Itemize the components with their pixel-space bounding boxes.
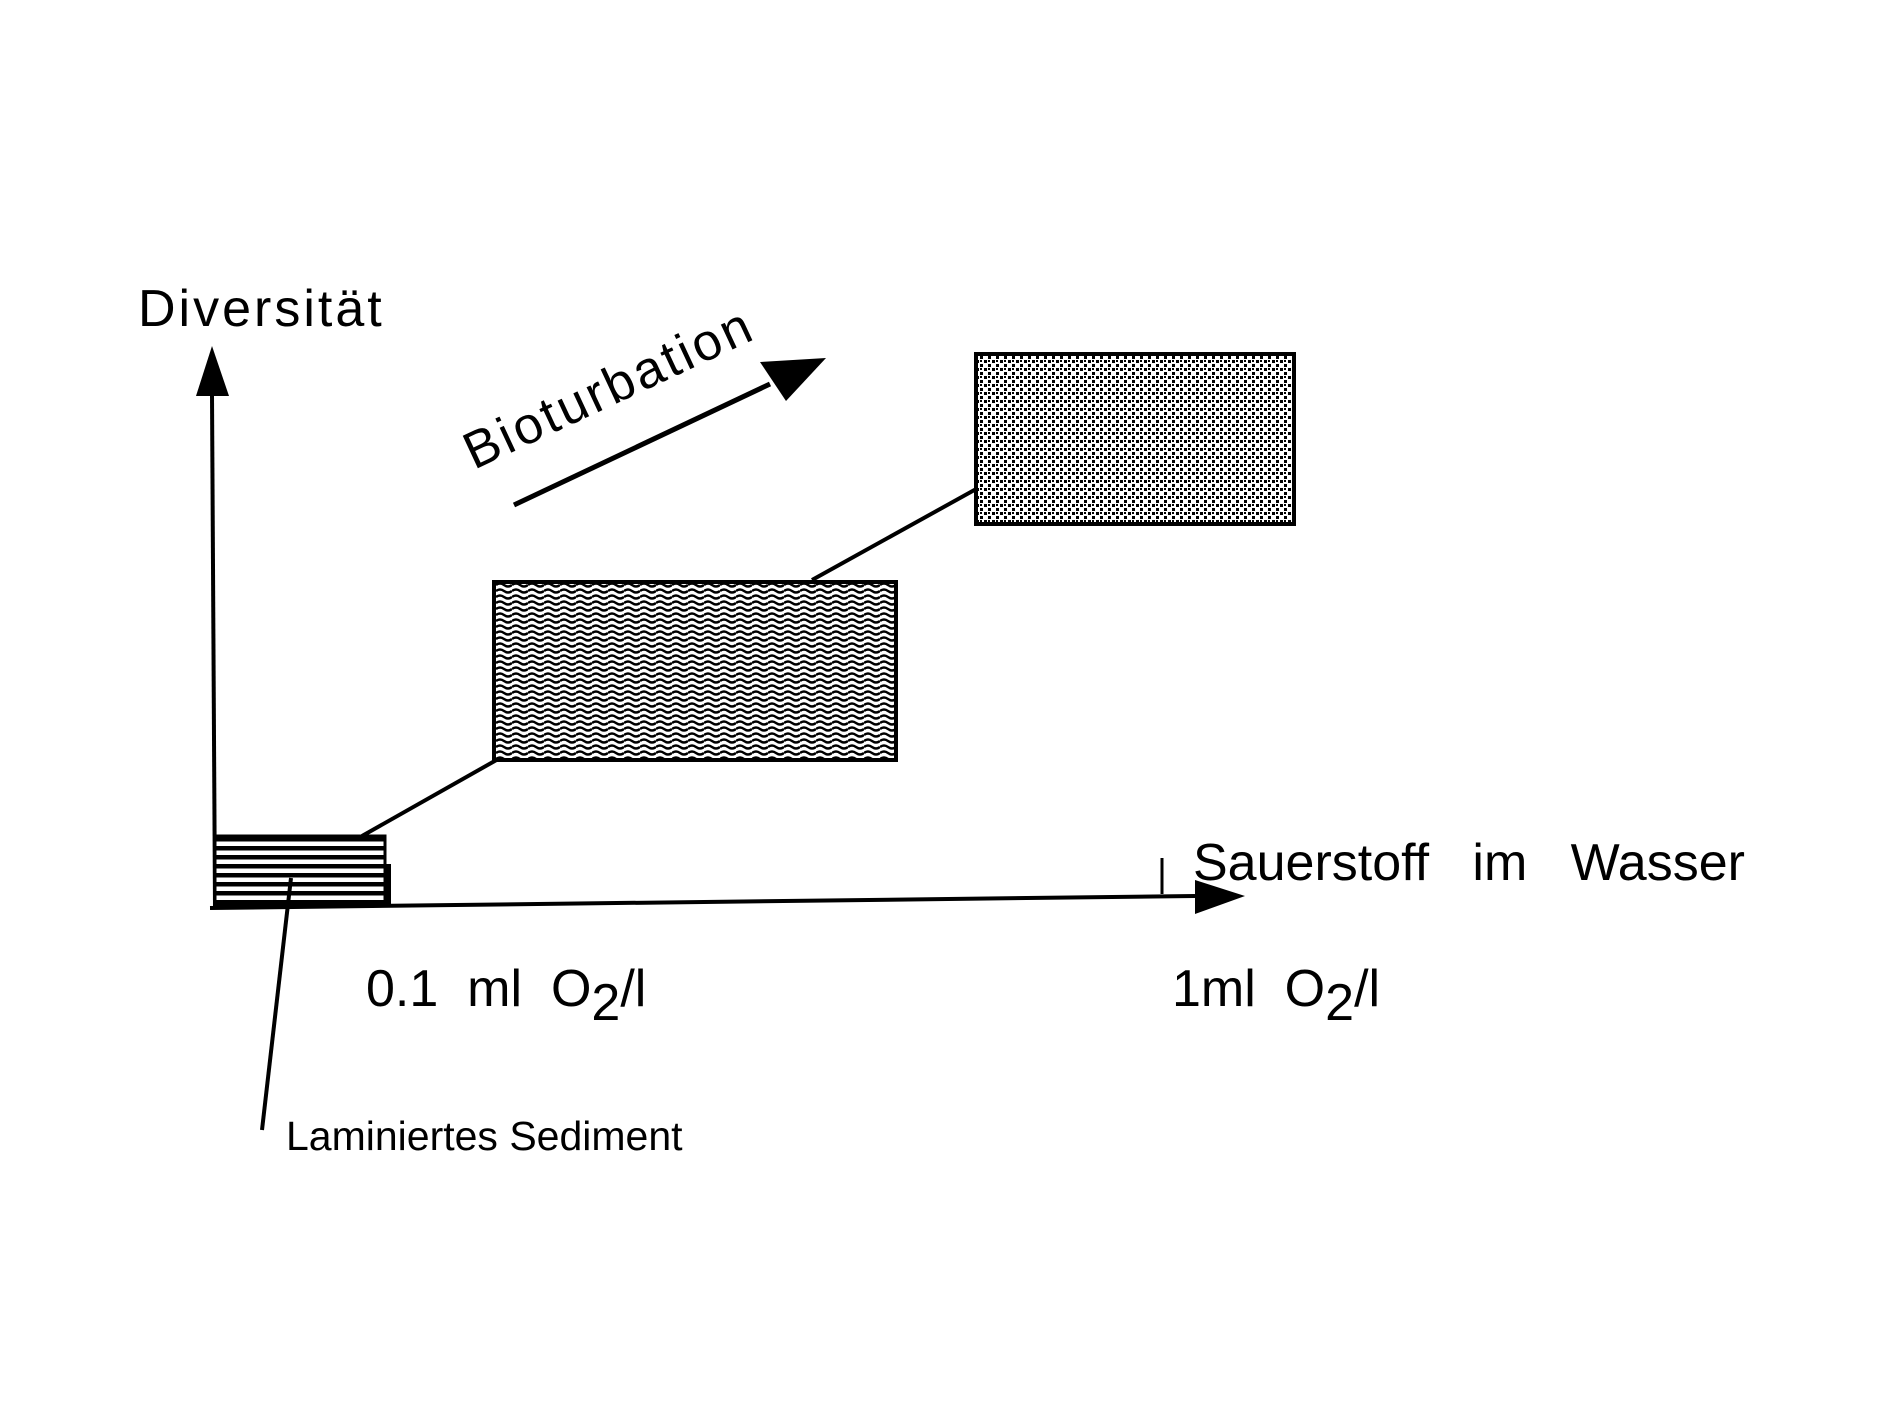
moderate-diversity-box bbox=[492, 580, 898, 762]
x-axis-label: Sauerstoff im Wasser bbox=[1193, 834, 1745, 892]
y-axis bbox=[196, 346, 229, 909]
bioturbation-arrowhead bbox=[760, 358, 826, 401]
sediment-label: Laminiertes Sediment bbox=[286, 1113, 683, 1159]
y-axis-arrowhead bbox=[196, 346, 229, 396]
y-axis-label: Diversität bbox=[138, 280, 385, 338]
bioturbation-label: Bioturbation bbox=[455, 296, 764, 481]
bioturbation-arrow bbox=[512, 358, 826, 508]
connector-middle-to-upper bbox=[811, 486, 979, 582]
sediment-leader-line bbox=[260, 877, 293, 1131]
high-diversity-box bbox=[974, 352, 1296, 526]
x-axis-arrowhead bbox=[1195, 880, 1245, 914]
connector-laminated-to-middle bbox=[361, 756, 501, 838]
laminated-sediment-block bbox=[213, 834, 391, 908]
tick-label-high-oxygen: 1ml O2/l bbox=[1172, 960, 1380, 1032]
tick-label-low-oxygen: 0.1 ml O2/l bbox=[366, 960, 646, 1032]
